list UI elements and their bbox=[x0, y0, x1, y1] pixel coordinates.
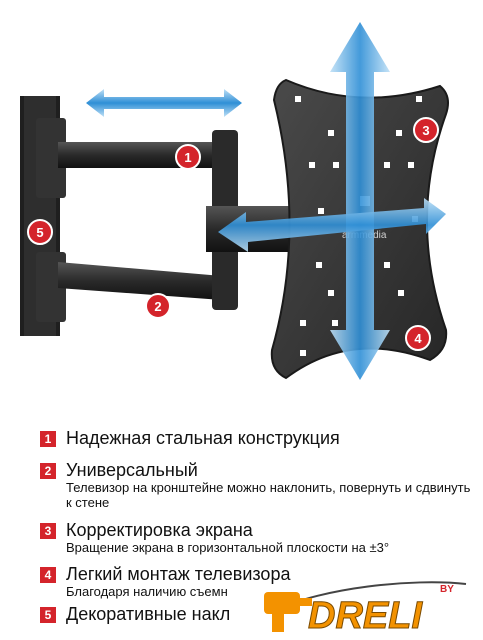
arrow-horizontal bbox=[86, 89, 242, 117]
marker-5: 5 bbox=[27, 219, 53, 245]
marker-3: 3 bbox=[413, 117, 439, 143]
marker-1: 1 bbox=[175, 144, 201, 170]
feature-number: 3 bbox=[40, 523, 56, 539]
feature-1: 1 Надежная стальная конструкция bbox=[40, 428, 480, 452]
arrow-vertical bbox=[330, 22, 390, 380]
feature-desc: Благодаря наличию съемн bbox=[66, 584, 228, 599]
feature-title: Корректировка экрана bbox=[66, 520, 253, 540]
feature-number: 2 bbox=[40, 463, 56, 479]
feature-2: 2 Универсальный Телевизор на кронштейне … bbox=[40, 460, 480, 516]
feature-number: 4 bbox=[40, 567, 56, 583]
svg-text:3: 3 bbox=[422, 123, 429, 138]
store-logo: DRELI BY bbox=[264, 581, 467, 636]
bracket-illustration: armmedia 1 2 3 4 5 bbox=[20, 22, 449, 380]
store-logo-suffix: BY bbox=[440, 584, 454, 595]
svg-text:4: 4 bbox=[414, 331, 422, 346]
feature-desc: Вращение экрана в горизонтальной плоскос… bbox=[66, 540, 390, 555]
drill-icon bbox=[264, 592, 312, 632]
svg-text:2: 2 bbox=[154, 299, 161, 314]
feature-4: 4 Легкий монтаж телевизора Благодаря нал… bbox=[40, 564, 480, 604]
arrow-swivel bbox=[218, 198, 446, 252]
marker-4: 4 bbox=[405, 325, 431, 351]
svg-text:1: 1 bbox=[184, 150, 191, 165]
lower-arm bbox=[58, 262, 222, 300]
feature-title: Легкий монтаж телевизора bbox=[66, 564, 291, 584]
feature-title: Универсальный bbox=[66, 460, 198, 480]
store-logo-text: DRELI bbox=[308, 595, 423, 636]
feature-3: 3 Корректировка экрана Вращение экрана в… bbox=[40, 520, 480, 560]
feature-5: 5 Декоративные накл bbox=[40, 604, 480, 628]
feature-number: 1 bbox=[40, 431, 56, 447]
feature-desc: Телевизор на кронштейне можно наклонить,… bbox=[66, 480, 471, 510]
marker-2: 2 bbox=[145, 293, 171, 319]
feature-title: Надежная стальная конструкция bbox=[66, 428, 340, 448]
feature-number: 5 bbox=[40, 607, 56, 623]
svg-text:5: 5 bbox=[36, 225, 43, 240]
feature-title: Декоративные накл bbox=[66, 604, 231, 624]
